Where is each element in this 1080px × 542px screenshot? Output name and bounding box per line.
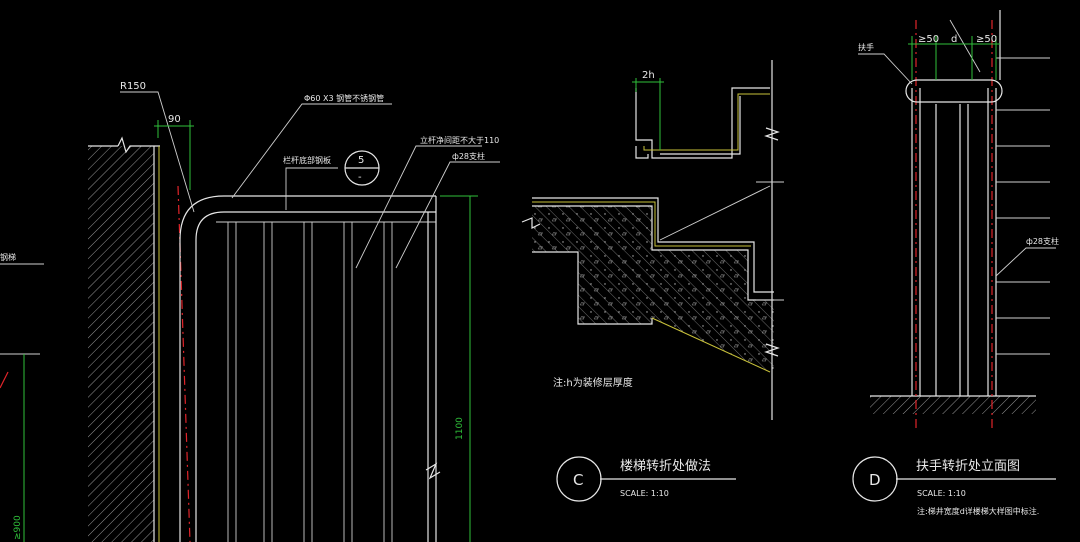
dim-mid: d (951, 34, 957, 45)
detail-c-note: 注:h为装修层厚度 (553, 376, 633, 389)
break-right-1 (764, 127, 780, 141)
finish-line-yellow (532, 201, 751, 247)
stair-top-outline (532, 205, 774, 301)
detail-ref-dash: - (358, 172, 362, 183)
diag (949, 19, 981, 73)
post-note-label: 立杆净间距不大于110 (420, 135, 499, 145)
leader-post-spec (395, 161, 500, 269)
leader-handrail (858, 53, 913, 85)
concrete-hatch (532, 206, 774, 372)
soffit-yellow (651, 317, 771, 373)
leader-handrail-spec (231, 103, 392, 199)
detail-d-note: 注:梯井宽度d详楼梯大样图中标注. (917, 506, 1039, 516)
handrail-spec-label: Φ60 X3 钢管不锈钢管 (304, 93, 384, 103)
leader-post (995, 247, 1056, 277)
dim-left: ≥50 (918, 34, 939, 45)
left-railing-detail: R150 90 Φ60 X3 钢管不锈钢管 立杆净间距不大于110 ф28支柱 … (0, 81, 500, 542)
detail-c-circle-label: C (573, 471, 583, 489)
floor-hatch (870, 396, 1036, 414)
upper-finish-yellow (643, 93, 770, 151)
post-label: ф28支柱 (1026, 236, 1059, 246)
detail-d-title: 扶手转折处立面图 (916, 459, 1020, 474)
detail-c-scale: SCALE: 1:10 (620, 489, 669, 498)
wall-note-label: 栏杆底部钢板 (283, 155, 331, 165)
break-left (521, 217, 541, 229)
detail-d-circle-label: D (869, 471, 881, 489)
wall-hatch (88, 146, 154, 542)
leader-wall-note (285, 167, 338, 210)
edge-label: 钢梯 (0, 252, 16, 262)
handrail-outer (179, 195, 436, 542)
post-spec-label: ф28支柱 (452, 151, 485, 161)
break-mark (117, 136, 160, 154)
detail-c: 2h 注:h为装修层厚度 C 楼梯转折处做法 SCALE: 1:10 (521, 60, 784, 502)
detail-c-title: 楼梯转折处做法 (620, 459, 711, 474)
step-dim: 2h (642, 70, 655, 81)
leader-radius (120, 91, 195, 213)
detail-d-scale: SCALE: 1:10 (917, 489, 966, 498)
upper-finish-line (660, 96, 741, 155)
stair-soffit (532, 251, 653, 325)
handrail-turn (905, 79, 1003, 103)
edge-red-mark (0, 371, 9, 389)
break-right-2 (764, 343, 780, 357)
height-dim: 1100 (455, 417, 465, 440)
upper-flight (635, 87, 770, 159)
low-dim: ≥900 (13, 515, 23, 540)
diag-line (659, 185, 771, 241)
leader-post-note (355, 145, 482, 269)
handrail-label: 扶手 (858, 42, 874, 52)
dim-right: ≥50 (976, 34, 997, 45)
detail-ref-number: 5 (358, 155, 364, 166)
offset-dim: 90 (168, 114, 181, 125)
nosing-a (635, 146, 649, 159)
detail-d: ≥50 d ≥50 扶手 ф28支柱 D 扶手转折处立面图 SCALE: 1:1… (852, 10, 1059, 516)
radius-label: R150 (120, 81, 146, 92)
break-mark-right (425, 462, 441, 480)
finish-line-1 (532, 197, 774, 293)
handrail-inner (195, 211, 436, 542)
